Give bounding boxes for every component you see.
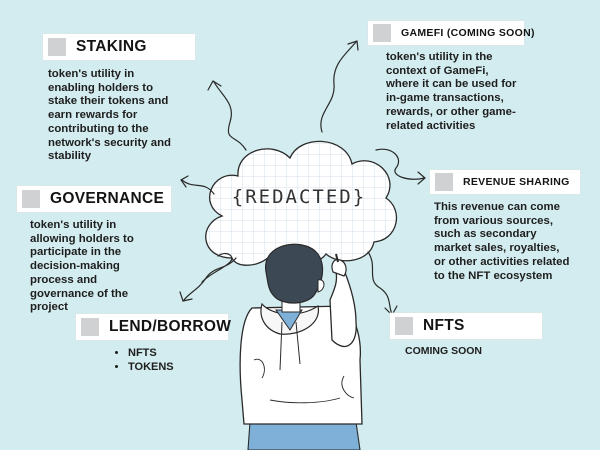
arrows bbox=[179, 40, 426, 316]
staking-title-box: STAKING bbox=[43, 34, 195, 60]
square-marker-icon bbox=[435, 173, 453, 191]
governance-description: token's utility in allowing holders to p… bbox=[30, 219, 134, 314]
arrow-to-revenue bbox=[375, 148, 426, 185]
square-marker-icon bbox=[48, 38, 66, 56]
arrow-to-gamefi bbox=[320, 40, 359, 133]
scribble-left bbox=[201, 252, 233, 283]
person-illustration bbox=[239, 243, 363, 450]
center-redacted-label: {REDACTED} bbox=[231, 186, 367, 208]
staking-description: token's utility in enabling holders to s… bbox=[48, 68, 171, 163]
nfts-description: COMING SOON bbox=[405, 345, 483, 357]
arrow-to-staking bbox=[207, 80, 247, 151]
nfts-title: NFTS bbox=[423, 317, 465, 334]
arrow-to-governance bbox=[180, 175, 215, 195]
revenue-title: REVENUE SHARING bbox=[463, 176, 570, 188]
square-marker-icon bbox=[373, 24, 391, 42]
square-marker-icon bbox=[395, 317, 413, 335]
list-item: NFTS bbox=[128, 346, 174, 360]
lend-title: LEND/BORROW bbox=[109, 318, 232, 335]
gamefi-title: GAMEFI (COMING SOON) bbox=[401, 27, 535, 39]
list-item: TOKENS bbox=[128, 360, 174, 374]
arrow-to-nfts bbox=[367, 251, 398, 316]
square-marker-icon bbox=[81, 318, 99, 336]
gamefi-title-box: GAMEFI (COMING SOON) bbox=[368, 21, 534, 45]
nfts-title-box: NFTS bbox=[390, 313, 542, 339]
revenue-description: This revenue can come from various sourc… bbox=[434, 201, 570, 282]
square-marker-icon bbox=[22, 190, 40, 208]
governance-title: GOVERNANCE bbox=[50, 190, 165, 207]
lend-list: NFTS TOKENS bbox=[108, 346, 174, 374]
gamefi-description: token's utility in the context of GameFi… bbox=[386, 51, 517, 132]
lend-title-box: LEND/BORROW bbox=[76, 314, 232, 340]
staking-title: STAKING bbox=[76, 38, 147, 55]
center-cloud bbox=[205, 140, 397, 267]
revenue-title-box: REVENUE SHARING bbox=[430, 170, 580, 194]
governance-title-box: GOVERNANCE bbox=[17, 186, 171, 212]
